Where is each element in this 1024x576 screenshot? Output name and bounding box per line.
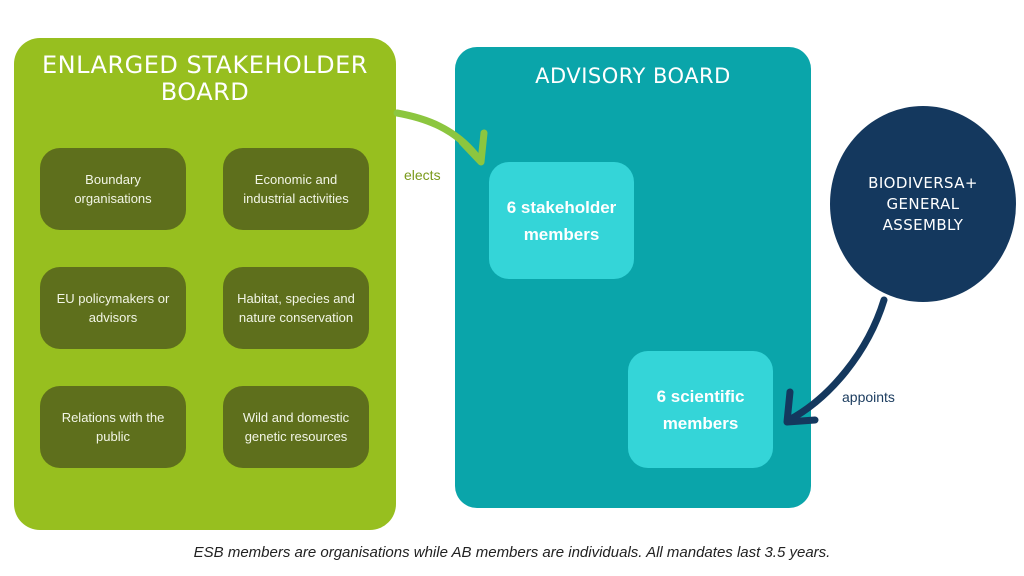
category-boundary-organisations: Boundary organisations	[40, 148, 186, 230]
category-eu-policymakers: EU policymakers or advisors	[40, 267, 186, 349]
general-assembly-circle: BIODIVERSA+ GENERAL ASSEMBLY	[830, 106, 1016, 302]
category-economic-activities: Economic and industrial activities	[223, 148, 369, 230]
stakeholder-members-box: 6 stakeholder members	[489, 162, 634, 279]
elects-arrow	[393, 109, 482, 162]
appoints-arrowhead	[783, 388, 819, 426]
esb-title: ENLARGED STAKEHOLDER BOARD	[42, 51, 368, 106]
category-public-relations: Relations with the public	[40, 386, 186, 468]
scientific-members-box: 6 scientific members	[628, 351, 773, 468]
category-habitat-conservation: Habitat, species and nature conservation	[223, 267, 369, 349]
advisory-board-title: ADVISORY BOARD	[535, 64, 731, 88]
elects-label: elects	[404, 167, 441, 183]
appoints-arrow	[785, 296, 888, 424]
enlarged-stakeholder-board-panel: ENLARGED STAKEHOLDER BOARD Boundary orga…	[14, 38, 396, 530]
appoints-label: appoints	[842, 389, 895, 405]
footnote-caption: ESB members are organisations while AB m…	[193, 544, 831, 561]
elects-arrowhead	[458, 129, 488, 166]
advisory-board-panel: ADVISORY BOARD 6 stakeholder members 6 s…	[455, 47, 811, 508]
category-genetic-resources: Wild and domestic genetic resources	[223, 386, 369, 468]
